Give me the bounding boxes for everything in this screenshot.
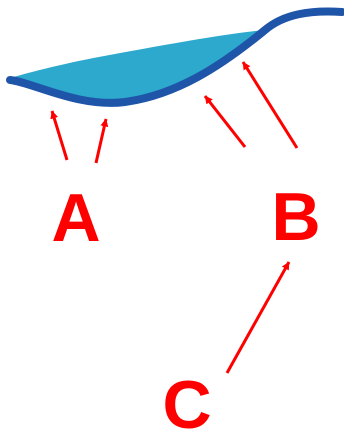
boundary-curve <box>6 7 344 107</box>
arrow-a-left <box>50 110 69 161</box>
label-b: B <box>271 179 320 255</box>
label-a-arrows <box>50 110 109 164</box>
label-a: A <box>51 180 100 256</box>
arrow-b-right <box>241 61 299 149</box>
arrow-b-left <box>203 95 247 148</box>
arrow-a-right <box>94 118 109 164</box>
label-c: C <box>162 367 211 440</box>
arrow-c-to-b <box>225 261 291 374</box>
label-b-arrows <box>203 61 299 149</box>
fill-region <box>10 30 265 102</box>
